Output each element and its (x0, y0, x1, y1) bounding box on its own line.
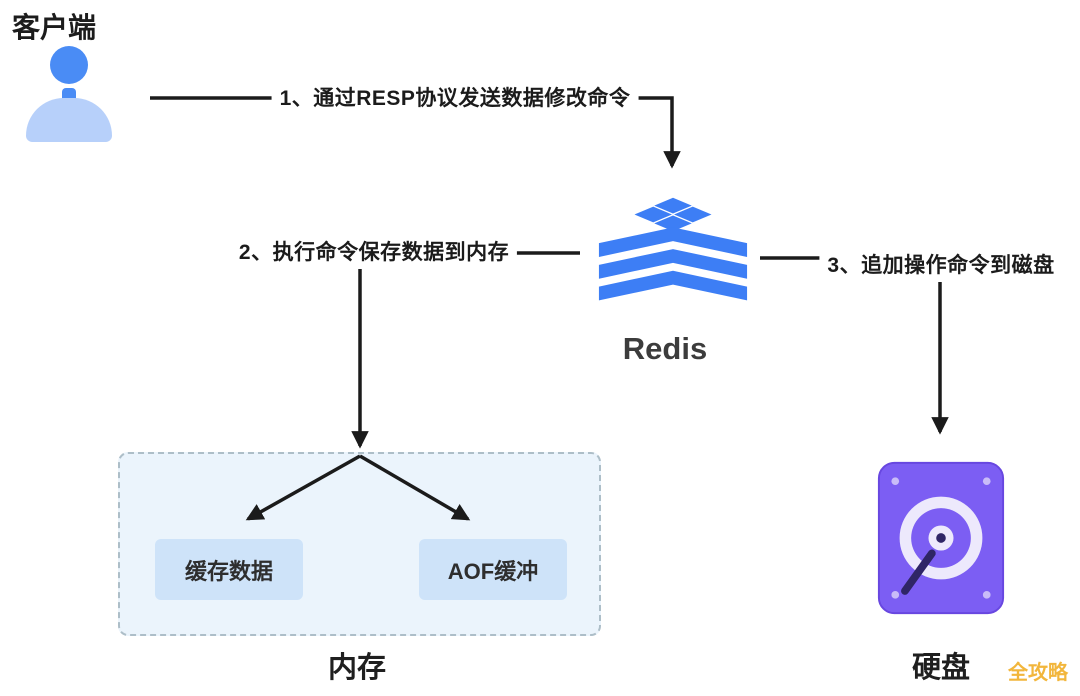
redis-layer-3 (598, 270, 748, 301)
memory-label: 内存 (327, 652, 387, 684)
step1-label: 1、通过RESP协议发送数据修改命令 (271, 79, 639, 115)
person-body (26, 98, 112, 142)
arrow-memory-to-aof (359, 454, 471, 521)
aof-buffer-box: AOF缓冲 (419, 539, 567, 600)
aof-buffer-label: AOF缓冲 (447, 558, 539, 584)
person-head (50, 46, 88, 84)
redis-label: Redis (622, 331, 708, 366)
redis-layer-1 (598, 227, 748, 257)
disk-label: 硬盘 (911, 652, 971, 684)
disk-screw-bl (891, 590, 900, 599)
redis-top-diamond-s (654, 215, 692, 232)
client-label: 客户端 (12, 12, 97, 43)
redis-top-diamond-w (634, 206, 673, 223)
redis-top-diamond-e (673, 206, 712, 223)
cache-data-label: 缓存数据 (184, 558, 273, 584)
arrow-step3 (760, 256, 949, 435)
arrow-step2 (351, 251, 580, 449)
watermark-text: 全攻略 (1008, 662, 1068, 684)
redis-layer-2 (598, 249, 748, 279)
client-person-icon (26, 46, 112, 142)
disk-arm (901, 549, 936, 595)
disk-hub-dot (936, 533, 946, 543)
hard-disk-icon (877, 461, 1005, 615)
redis-logo-icon (598, 197, 748, 301)
disk-screw-br (982, 590, 991, 599)
disk-screw-tr (982, 477, 991, 486)
step3-label: 3、追加操作命令到磁盘 (819, 246, 1063, 282)
cache-data-box: 缓存数据 (155, 539, 303, 600)
arrow-memory-to-cache (245, 454, 361, 521)
disk-screw-tl (891, 477, 900, 486)
redis-top-diamond-n (654, 197, 692, 214)
step2-label: 2、执行命令保存数据到内存 (230, 233, 518, 269)
